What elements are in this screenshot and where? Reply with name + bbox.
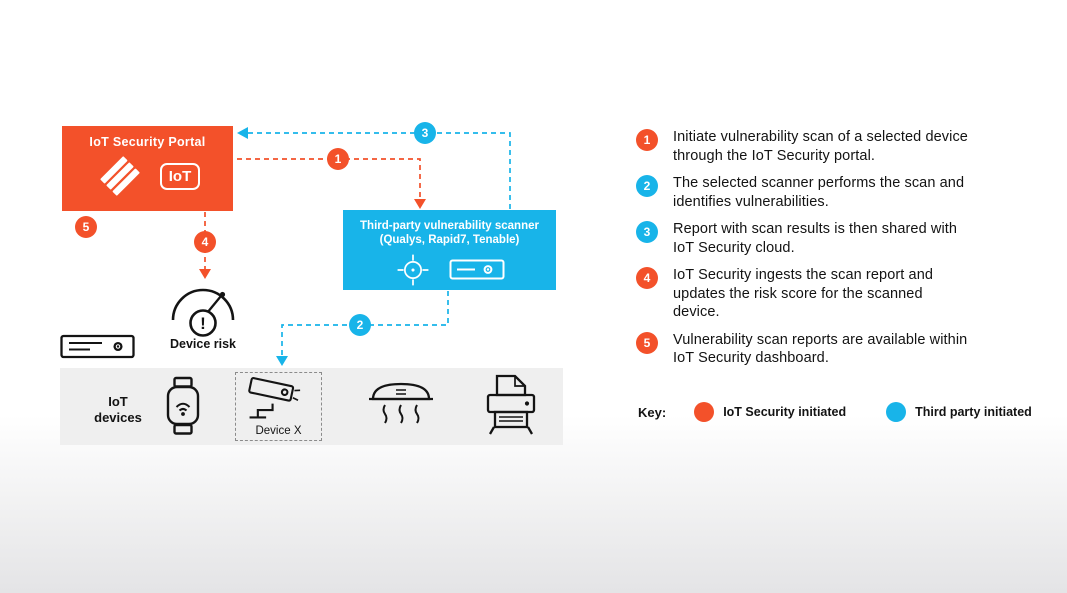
printer-icon bbox=[486, 374, 536, 435]
arrow-3-scanner-to-portal bbox=[246, 132, 511, 209]
server-icon bbox=[60, 334, 135, 359]
smoke-detector-icon bbox=[369, 382, 433, 424]
step-number-badge: 5 bbox=[636, 331, 658, 354]
step-item-5: 5 Vulnerability scan reports are availab… bbox=[636, 331, 1008, 368]
step-item-1: 1 Initiate vulnerability scan of a selec… bbox=[636, 128, 1008, 165]
iot-badge: IoT bbox=[159, 162, 201, 190]
security-camera-icon bbox=[247, 377, 300, 419]
step-item-4: 4 IoT Security ingests the scan report a… bbox=[636, 266, 1008, 322]
step-number-badge: 3 bbox=[636, 221, 658, 243]
legend: Key: IoT Security initiated Third party … bbox=[638, 400, 1032, 424]
arrow-2-head bbox=[276, 356, 288, 366]
iot-devices-label: IoT devices bbox=[94, 394, 142, 425]
step-number-badge: 1 bbox=[636, 129, 658, 151]
step-text: Initiate vulnerability scan of a selecte… bbox=[673, 129, 968, 164]
scan-appliance-icon bbox=[449, 259, 504, 280]
iot-security-portal-box: IoT Security Portal IoT bbox=[62, 126, 233, 211]
step-text: IoT Security ingests the scan report and… bbox=[673, 267, 934, 320]
step-text: Report with scan results is then shared … bbox=[673, 221, 958, 256]
arrow-1-head bbox=[414, 199, 426, 209]
step-list: 1 Initiate vulnerability scan of a selec… bbox=[636, 128, 1008, 377]
arrow-3-head bbox=[237, 127, 248, 139]
flow-marker-1: 1 bbox=[327, 148, 349, 170]
flow-marker-2: 2 bbox=[349, 314, 371, 336]
smartwatch-icon bbox=[166, 376, 200, 435]
legend-item-label: Third party initiated bbox=[915, 405, 1032, 419]
flow-marker-3: 3 bbox=[414, 122, 436, 144]
device-risk-gauge-icon: ! bbox=[171, 288, 235, 337]
risk-exclamation-glyph: ! bbox=[200, 314, 206, 333]
flow-marker-4: 4 bbox=[194, 231, 216, 253]
portal-title: IoT Security Portal bbox=[89, 135, 206, 149]
step-number-badge: 4 bbox=[636, 267, 658, 289]
step-item-2: 2 The selected scanner performs the scan… bbox=[636, 174, 1008, 211]
third-party-initiated-dot bbox=[886, 402, 907, 422]
step-text: The selected scanner performs the scan a… bbox=[673, 175, 965, 210]
flow-marker-5: 5 bbox=[75, 216, 97, 238]
step-item-3: 3 Report with scan results is then share… bbox=[636, 220, 1008, 257]
scanner-title: Third-party vulnerability scanner bbox=[360, 220, 539, 232]
legend-item-label: IoT Security initiated bbox=[723, 405, 847, 419]
palo-alto-logo-icon bbox=[100, 156, 140, 196]
step-text: Vulnerability scan reports are available… bbox=[673, 331, 968, 367]
scanner-subtitle: (Qualys, Rapid7, Tenable) bbox=[379, 234, 520, 246]
device-risk-label: Device risk bbox=[169, 337, 237, 351]
third-party-scanner-box: Third-party vulnerability scanner (Qualy… bbox=[343, 210, 556, 290]
device-x-box: Device X bbox=[235, 372, 322, 441]
crosshair-icon bbox=[397, 254, 428, 286]
device-x-label: Device X bbox=[255, 425, 302, 437]
arrow-4-head bbox=[199, 269, 211, 279]
iot-devices-bar bbox=[60, 368, 563, 445]
iot-security-initiated-dot bbox=[694, 402, 715, 422]
legend-title: Key: bbox=[638, 404, 667, 420]
step-number-badge: 2 bbox=[636, 175, 658, 197]
